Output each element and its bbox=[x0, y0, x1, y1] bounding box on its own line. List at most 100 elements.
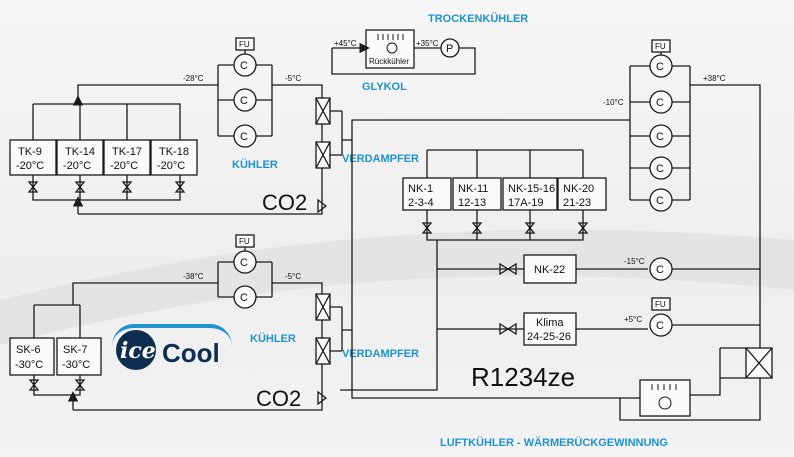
co2-top-circuit: FU C C C -28°C -5°C KÜHLER VERDAMPFER CO… bbox=[72, 37, 419, 215]
compressor-label: C bbox=[656, 195, 664, 207]
valve-sk-icon bbox=[74, 379, 86, 391]
tk-name: TK-17 bbox=[112, 146, 142, 158]
nk-sub: 12-13 bbox=[458, 197, 486, 209]
nk-box bbox=[452, 177, 502, 211]
nk-name: NK-15-16 bbox=[508, 183, 555, 195]
fu-label-mid: FU bbox=[239, 237, 250, 246]
valve-tk-icon bbox=[74, 181, 86, 193]
air-cooler-fins-icon bbox=[651, 384, 677, 390]
fu-box-klima bbox=[651, 297, 671, 311]
kuehler-bottom-label: KÜHLER bbox=[250, 332, 296, 345]
compressor-label: C bbox=[240, 292, 248, 304]
tk-temp: -20°C bbox=[110, 160, 138, 172]
klima-label: Klima bbox=[536, 317, 564, 329]
logo-part-cool: Cool bbox=[162, 338, 220, 368]
verdampfer-top-label: VERDAMPFER bbox=[342, 153, 419, 165]
dry-cooler-group: Rückkühler P +45°C +35°C TROCKENKÜHLER G… bbox=[331, 12, 528, 93]
valve-klima-icon bbox=[499, 322, 517, 336]
tk-name: TK-18 bbox=[159, 146, 189, 158]
compressor-label: C bbox=[240, 257, 248, 269]
compressor-label: C bbox=[656, 264, 664, 276]
nk-box bbox=[502, 177, 558, 211]
logo-part-ice: ice bbox=[120, 338, 156, 364]
nk-sub: 2-3-4 bbox=[408, 197, 434, 209]
trockenkuehler-label: TROCKENKÜHLER bbox=[428, 12, 528, 25]
dry-cooler-fan-icon bbox=[386, 42, 398, 54]
nk-name: NK-11 bbox=[458, 183, 488, 195]
rueckkuehler-label: Rückkühler bbox=[369, 57, 409, 66]
tk-box bbox=[9, 139, 57, 176]
compressor-label: C bbox=[656, 320, 664, 332]
valve-sk-icon bbox=[28, 379, 40, 391]
valve-nk-icon bbox=[421, 222, 433, 234]
glykol-out-temp: +35°C bbox=[416, 39, 439, 48]
sk-consumer-group: SK-6 -30°C SK-7 -30°C bbox=[9, 337, 102, 391]
valve-bottom-co2-icon bbox=[317, 390, 328, 406]
nk-box bbox=[402, 177, 452, 211]
r-suction-temp: -10°C bbox=[603, 98, 624, 107]
co2-bottom-suction-temp: -38°C bbox=[183, 272, 204, 281]
dry-cooler-fins-icon bbox=[377, 34, 404, 40]
glykol-label: GLYKOL bbox=[362, 81, 407, 93]
nk-consumer-group: NK-12-3-4NK-1112-13NK-15-1617A-19NK-2021… bbox=[402, 177, 607, 234]
valve-nk-icon bbox=[577, 222, 589, 234]
co2-top-discharge-temp: -5°C bbox=[285, 74, 301, 83]
sk-temp: -30°C bbox=[62, 359, 90, 371]
pump-label: P bbox=[446, 43, 453, 55]
r1234ze-label: R1234ze bbox=[471, 362, 575, 392]
compressor-label: C bbox=[656, 61, 664, 73]
tk-name: TK-9 bbox=[18, 146, 42, 158]
tk-name: TK-14 bbox=[65, 146, 95, 158]
valve-tk-icon bbox=[174, 181, 186, 193]
verdampfer-bottom-label: VERDAMPFER bbox=[342, 348, 419, 360]
sk-box bbox=[56, 337, 102, 376]
tk-temp: -20°C bbox=[157, 160, 185, 172]
valve-tk-icon bbox=[27, 181, 39, 193]
tk-box bbox=[150, 139, 198, 176]
compressor-label: C bbox=[656, 97, 664, 109]
fu-label-klima: FU bbox=[655, 300, 666, 309]
sk-box bbox=[9, 337, 55, 376]
sk-temp: -30°C bbox=[15, 359, 43, 371]
valve-nk-icon bbox=[471, 222, 483, 234]
tk-box bbox=[56, 139, 104, 176]
r1234ze-circuit: FU C C C C C -10°C +38°C NK-22 C -15°C Klima… bbox=[340, 39, 773, 449]
compressor-label: C bbox=[656, 131, 664, 143]
valve-tk-icon bbox=[121, 181, 133, 193]
sk-name: SK-6 bbox=[16, 344, 40, 356]
compressor-label: C bbox=[240, 60, 248, 72]
co2-bottom-circuit: FU C C -38°C -5°C KÜHLER VERDAMPFER CO2 bbox=[72, 234, 419, 411]
nk-22-label: NK-22 bbox=[534, 264, 565, 276]
sk-name: SK-7 bbox=[63, 344, 87, 356]
air-cooler-fan-icon bbox=[658, 396, 672, 410]
tk-temp: -20°C bbox=[63, 160, 91, 172]
nk22-temp: -15°C bbox=[624, 257, 645, 266]
klima-sub-label: 24-25-26 bbox=[527, 331, 571, 343]
co2-bottom-discharge-temp: -5°C bbox=[285, 272, 301, 281]
fu-label-right: FU bbox=[655, 42, 666, 51]
co2-top-label: CO2 bbox=[262, 190, 307, 215]
compressor-label: C bbox=[240, 131, 248, 143]
nk-sub: 21-23 bbox=[563, 197, 591, 209]
klima-temp: +5°C bbox=[624, 315, 642, 324]
air-cooler-unit bbox=[639, 379, 691, 417]
kuehler-top-label: KÜHLER bbox=[232, 158, 278, 171]
glykol-in-temp: +45°C bbox=[334, 39, 357, 48]
tk-consumer-group: TK-9-20°CTK-14-20°CTK-17-20°CTK-18-20°C bbox=[9, 139, 198, 193]
valve-nk-icon bbox=[524, 222, 536, 234]
co2-top-suction-temp: -28°C bbox=[183, 74, 204, 83]
luftkuehler-label: LUFTKÜHLER - WÄRMERÜCKGEWINNUNG bbox=[440, 436, 668, 449]
icecool-logo: ice Cool bbox=[112, 324, 236, 376]
klima-box bbox=[523, 312, 577, 346]
compressor-label: C bbox=[240, 95, 248, 107]
r-discharge-temp: +38°C bbox=[703, 74, 726, 83]
co2-bottom-label: CO2 bbox=[256, 386, 301, 411]
nk-name: NK-1 bbox=[408, 183, 433, 195]
nk-sub: 17A-19 bbox=[508, 197, 543, 209]
fu-label-top: FU bbox=[239, 40, 250, 49]
valve-nk22-icon bbox=[499, 262, 517, 276]
nk-22-box bbox=[523, 254, 577, 284]
